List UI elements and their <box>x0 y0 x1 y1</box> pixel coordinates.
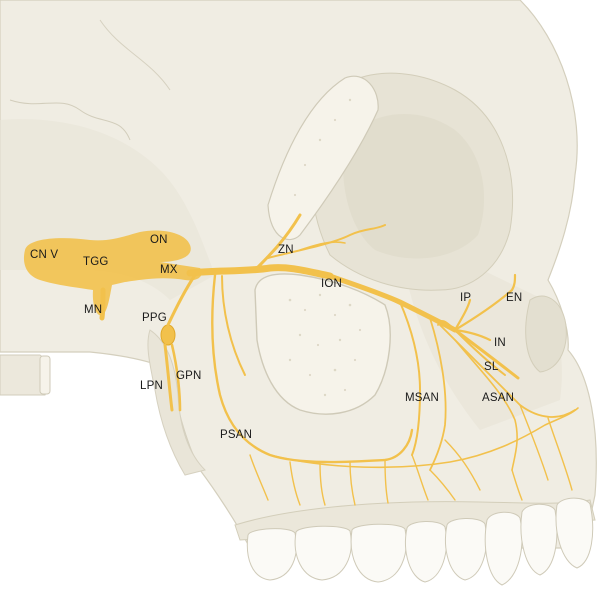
trigeminal-ganglion <box>23 230 202 316</box>
label-ppg: PPG <box>142 312 167 324</box>
label-zn: ZN <box>278 244 294 256</box>
sl-branch-2 <box>454 329 506 376</box>
psan-branch <box>211 273 414 464</box>
label-cn-v: CN V <box>30 249 59 261</box>
label-psan: PSAN <box>220 429 253 441</box>
tooth-molar-2 <box>294 525 352 581</box>
label-tgg: TGG <box>83 256 109 268</box>
label-en: EN <box>506 292 523 304</box>
tooth-molar-1 <box>246 528 297 581</box>
in-branch <box>453 328 492 342</box>
asan-branch-2 <box>454 339 518 471</box>
orbit-inner-shadow <box>343 113 485 259</box>
arch-cut-end <box>39 355 51 395</box>
pterygoid-plate <box>147 329 206 476</box>
nasal-aperture <box>525 295 567 373</box>
zygomatic-cut <box>267 75 379 241</box>
label-lpn: LPN <box>140 380 163 392</box>
label-msan: MSAN <box>405 392 440 404</box>
tooth-premolar-2 <box>445 518 487 581</box>
msan-branch <box>399 301 421 456</box>
asan-branch <box>439 324 576 418</box>
suture-line <box>9 99 131 141</box>
gpn-branch <box>170 343 182 412</box>
label-ion: ION <box>321 278 343 290</box>
pterygopalatine-ganglion <box>160 324 176 346</box>
zygomatic-branch-2 <box>299 241 346 251</box>
teeth <box>246 497 594 586</box>
psan-branch-2 <box>221 275 246 376</box>
maxillary-cut <box>254 273 391 415</box>
tooth-incisor-1 <box>520 503 558 576</box>
zygomatic-branch <box>267 224 386 259</box>
en-branch <box>453 273 517 332</box>
tooth-incisor-2 <box>555 497 594 569</box>
zygomatic-nerve <box>253 213 302 272</box>
label-gpn: GPN <box>176 370 202 382</box>
tooth-molar-3 <box>350 523 407 583</box>
maxillary-nerve-trunk <box>186 264 334 280</box>
tooth-canine <box>484 511 523 586</box>
suture-line-2 <box>99 19 171 91</box>
alveolar-loop <box>269 407 579 469</box>
label-on: ON <box>150 234 168 246</box>
label-in: IN <box>494 337 506 349</box>
label-mn: MN <box>84 304 103 316</box>
ip-branch <box>453 298 472 332</box>
tooth-premolar-1 <box>405 521 447 583</box>
infraorbital-nerve-taper <box>383 294 452 330</box>
label-asan: ASAN <box>482 392 515 404</box>
label-ip: IP <box>460 292 472 304</box>
label-mx: MX <box>160 264 178 276</box>
bone-texture <box>288 98 362 397</box>
ppg-connection <box>166 273 197 327</box>
msan-branch-2 <box>429 317 447 471</box>
nerves <box>23 213 579 506</box>
label-sl: SL <box>484 361 499 373</box>
ip-sub-branch <box>437 319 456 331</box>
lpn-branch <box>163 343 174 412</box>
mandibular-stub <box>99 287 106 321</box>
